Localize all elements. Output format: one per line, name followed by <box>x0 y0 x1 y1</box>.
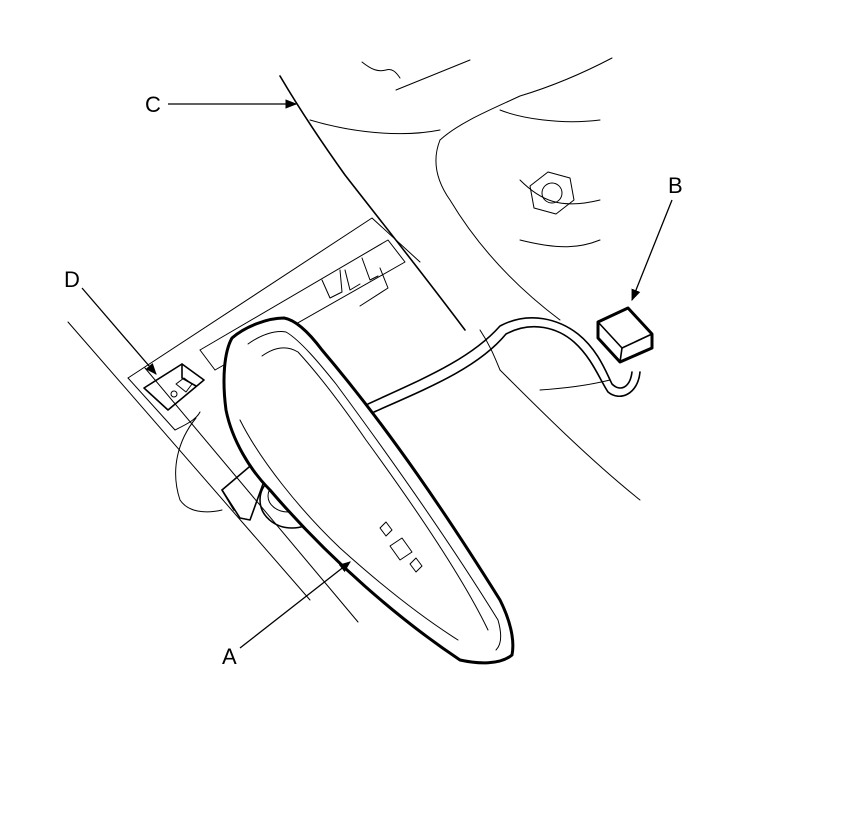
callout-b: B <box>668 173 683 198</box>
callout-a: A <box>222 644 237 669</box>
headliner-edge <box>279 75 466 331</box>
mirror-wire <box>367 317 633 405</box>
callout-c: C <box>145 92 161 117</box>
connector-b <box>596 306 654 364</box>
roof-trim-plate <box>67 217 421 623</box>
windshield-bolt <box>529 171 575 215</box>
rearview-mirror <box>222 316 515 665</box>
windshield-background <box>309 57 641 501</box>
leader-d <box>81 287 157 375</box>
callout-d: D <box>64 267 80 292</box>
clip-d <box>143 363 205 411</box>
leader-b <box>631 199 673 302</box>
leader-a <box>239 561 351 649</box>
